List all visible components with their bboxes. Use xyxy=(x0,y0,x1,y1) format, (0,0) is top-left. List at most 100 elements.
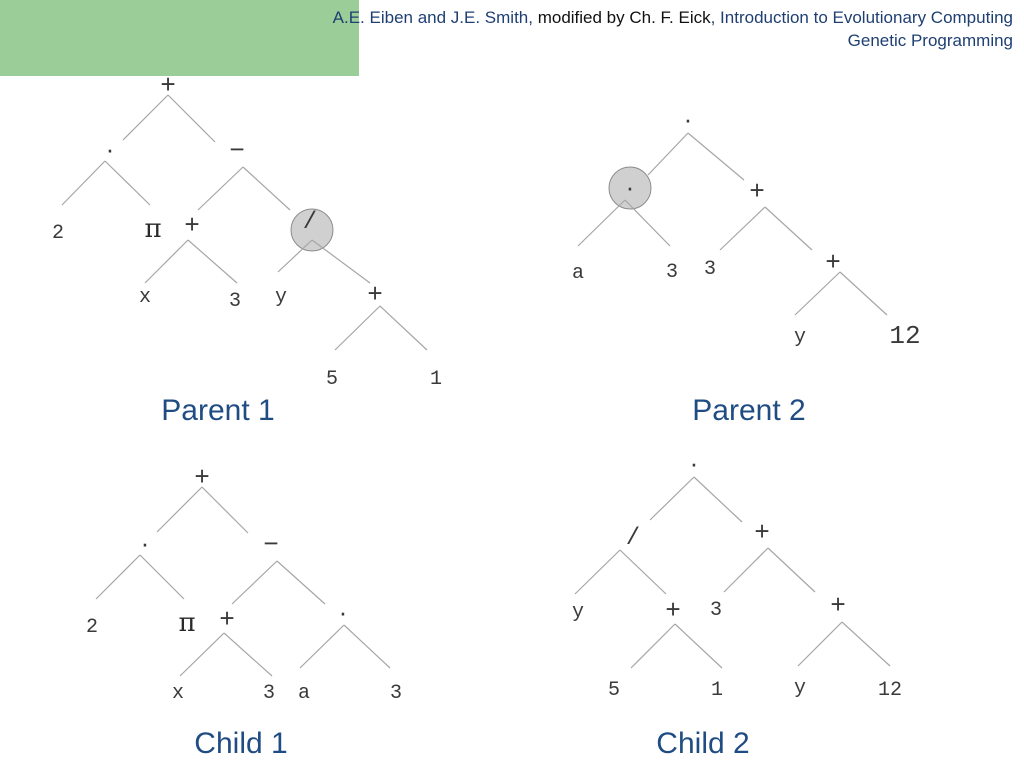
edge xyxy=(841,621,891,667)
node: π xyxy=(178,608,195,638)
node: + xyxy=(184,211,200,241)
node: a xyxy=(572,262,584,285)
node: 12 xyxy=(889,321,920,351)
node: x xyxy=(172,682,184,705)
node: − xyxy=(229,136,245,166)
edge xyxy=(139,554,185,600)
caption-child-2: Child 2 xyxy=(656,727,750,760)
node: · xyxy=(626,172,635,202)
edge xyxy=(122,94,169,141)
node: a xyxy=(298,682,310,705)
node: + xyxy=(749,177,765,207)
edge xyxy=(649,476,695,521)
node: y xyxy=(794,677,806,700)
node: 2 xyxy=(86,616,98,639)
edge xyxy=(674,623,723,669)
edge xyxy=(167,94,216,143)
node: 2 xyxy=(52,222,64,245)
node: + xyxy=(665,596,681,626)
edge xyxy=(201,486,249,534)
header-subtitle: Genetic Programming xyxy=(847,31,1013,50)
node: / xyxy=(626,525,640,552)
node: + xyxy=(367,280,383,310)
edge xyxy=(719,206,766,251)
edge xyxy=(187,239,238,284)
edge xyxy=(223,632,273,677)
node: 3 xyxy=(710,599,722,622)
tree-child-1: + · − 2 π + · x 3 a 3 xyxy=(86,463,402,705)
edge xyxy=(61,160,106,206)
crossover-point-highlight xyxy=(290,208,334,252)
edge xyxy=(299,624,345,669)
header-credit-line: A.E. Eiben and J.E. Smith, modified by C… xyxy=(333,6,1013,29)
node: · xyxy=(141,528,150,558)
node: 3 xyxy=(704,258,716,281)
edge xyxy=(797,621,843,667)
node: / xyxy=(303,209,317,236)
header-modified-by: modified by Ch. F. Eick xyxy=(532,8,711,27)
node: 1 xyxy=(430,368,442,391)
edge xyxy=(343,624,391,669)
node: + xyxy=(754,518,770,548)
node: π xyxy=(144,214,161,244)
edge xyxy=(156,486,203,533)
node: 1 xyxy=(711,679,723,702)
node: 5 xyxy=(608,679,620,702)
node: 3 xyxy=(229,290,241,313)
edge xyxy=(334,305,381,351)
edge xyxy=(839,271,888,316)
node: + xyxy=(160,71,176,101)
edge xyxy=(693,476,743,523)
edge xyxy=(619,549,667,595)
node: y xyxy=(794,326,806,349)
node: · xyxy=(690,448,699,478)
node: 3 xyxy=(390,682,402,705)
edge xyxy=(767,547,816,593)
node: + xyxy=(219,605,235,635)
header-authors: A.E. Eiben and J.E. Smith, xyxy=(332,8,533,27)
edge xyxy=(242,166,291,211)
crossover-point-highlight xyxy=(608,166,652,210)
node: y xyxy=(275,286,287,309)
edge xyxy=(144,239,189,284)
edge xyxy=(764,206,813,251)
node: − xyxy=(263,530,279,560)
node: + xyxy=(830,591,846,621)
edge xyxy=(311,239,371,284)
caption-parent-2: Parent 2 xyxy=(692,394,806,427)
edge xyxy=(197,166,244,211)
edge xyxy=(95,554,141,600)
node: 12 xyxy=(878,679,902,702)
edge xyxy=(276,560,326,605)
node: 5 xyxy=(326,368,338,391)
node: x xyxy=(139,286,151,309)
edge xyxy=(624,199,671,247)
node: + xyxy=(825,248,841,278)
node: y xyxy=(572,601,584,624)
edge xyxy=(577,199,626,247)
node: + xyxy=(194,463,210,493)
edge xyxy=(231,560,278,605)
tree-parent-1: + · − 2 π + / x 3 y + 5 1 xyxy=(52,71,442,391)
edge xyxy=(630,623,676,669)
tree-child-2: · / + y + 3 + 5 1 y 12 xyxy=(572,448,902,702)
edge xyxy=(179,632,225,677)
caption-parent-1: Parent 1 xyxy=(161,394,275,427)
node: 3 xyxy=(666,261,678,284)
header-course: , Introduction to Evolutionary Computing xyxy=(710,8,1013,27)
edge xyxy=(379,305,428,351)
slide-header: A.E. Eiben and J.E. Smith, modified by C… xyxy=(333,6,1013,52)
edge xyxy=(277,239,313,273)
edge xyxy=(574,549,621,595)
node: · xyxy=(106,134,115,164)
node: 3 xyxy=(263,682,275,705)
caption-child-1: Child 1 xyxy=(194,727,288,760)
node: · xyxy=(339,597,348,627)
edge xyxy=(794,271,841,316)
edge xyxy=(104,160,151,206)
edge xyxy=(723,547,769,593)
edge xyxy=(687,132,745,181)
node: · xyxy=(684,104,693,134)
header-color-block xyxy=(0,0,359,76)
